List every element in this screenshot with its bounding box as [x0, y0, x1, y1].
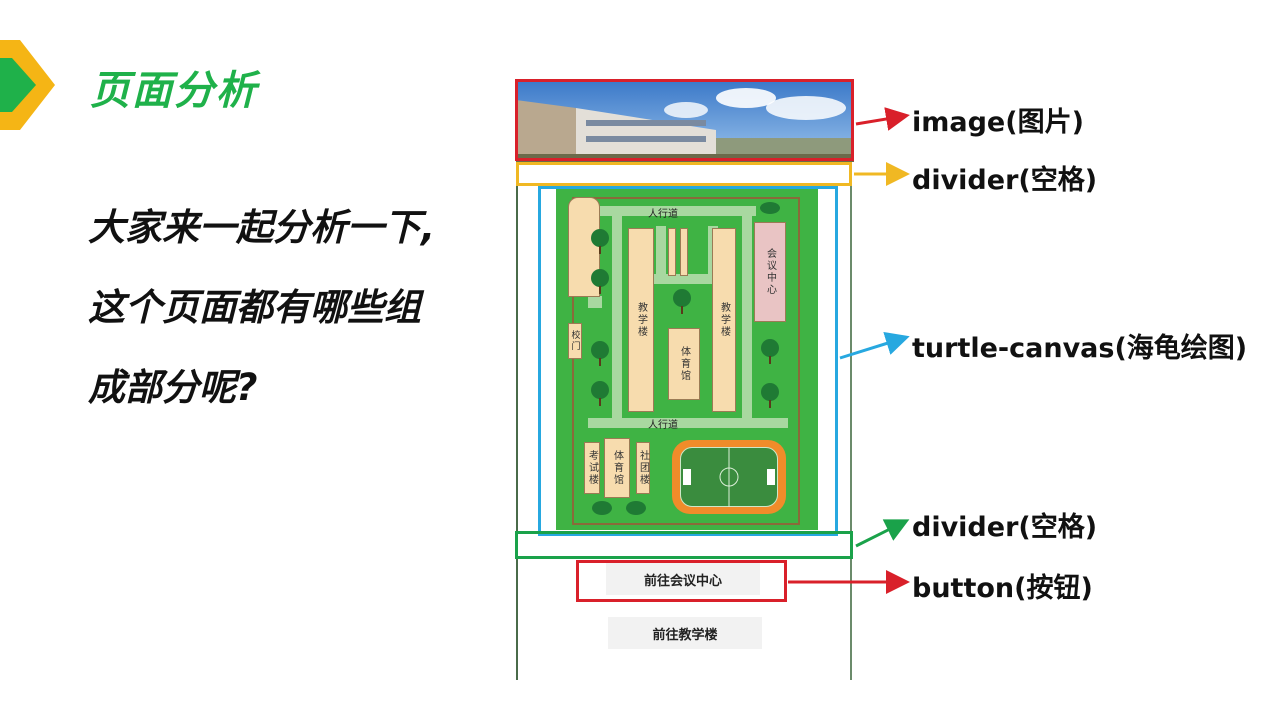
divider-highlight-box-2 [515, 531, 853, 559]
path [652, 274, 722, 284]
label-image: image(图片) [912, 107, 1084, 138]
road-label-top: 人行道 [648, 209, 678, 220]
button-highlight-box [576, 560, 787, 602]
path [742, 206, 752, 428]
go-meeting-center-button[interactable]: 前往会议中心 [606, 563, 760, 595]
image-highlight-box [515, 79, 854, 161]
label-turtle-canvas: turtle-canvas(海龟绘图) [912, 333, 1248, 364]
tree-icon [592, 501, 612, 515]
path [656, 226, 666, 278]
page-title: 页面分析 [90, 68, 258, 114]
tree-icon [591, 381, 609, 406]
path [588, 296, 602, 308]
question-text: 大家来一起分析一下, 这个页面都有哪些组 成部分呢? [88, 188, 508, 428]
path [588, 418, 788, 428]
tree-icon [591, 229, 609, 254]
label-button: button(按钮) [912, 573, 1093, 604]
tree-icon [591, 269, 609, 294]
building-gym-bottom: 体育馆 [604, 438, 630, 498]
building-exam: 考试楼 [584, 442, 600, 494]
tree-icon [591, 341, 609, 366]
chevron-decoration-icon [0, 40, 55, 130]
question-line: 这个页面都有哪些组 [88, 286, 421, 329]
tree-icon [761, 383, 779, 408]
map-border [572, 197, 800, 525]
go-teaching-building-button[interactable]: 前往教学楼 [608, 617, 762, 649]
building-club: 社团楼 [636, 442, 650, 494]
tree-icon [761, 339, 779, 364]
building-gate: 校门 [568, 323, 582, 359]
turtle-canvas-highlight-box [538, 186, 838, 536]
label-divider: divider(空格) [912, 165, 1098, 196]
building-meeting-center: 会议中心 [754, 222, 786, 322]
building-gym-center: 体育馆 [668, 328, 700, 400]
road-label-middle: 人行道 [648, 420, 678, 431]
tree-icon [760, 202, 780, 214]
building-small [680, 228, 688, 276]
path [612, 206, 622, 428]
label-divider-2: divider(空格) [912, 512, 1098, 543]
tree-icon [673, 289, 691, 314]
building-teaching-left: 教学楼 [628, 228, 654, 412]
building-small [668, 228, 676, 276]
tree-icon [626, 501, 646, 515]
field-lines [683, 447, 775, 507]
question-line: 大家来一起分析一下, [88, 206, 436, 249]
path [588, 206, 756, 216]
divider-highlight-box [516, 162, 852, 186]
question-line: 成部分呢? [88, 366, 258, 409]
building-teaching-right: 教学楼 [712, 228, 736, 412]
